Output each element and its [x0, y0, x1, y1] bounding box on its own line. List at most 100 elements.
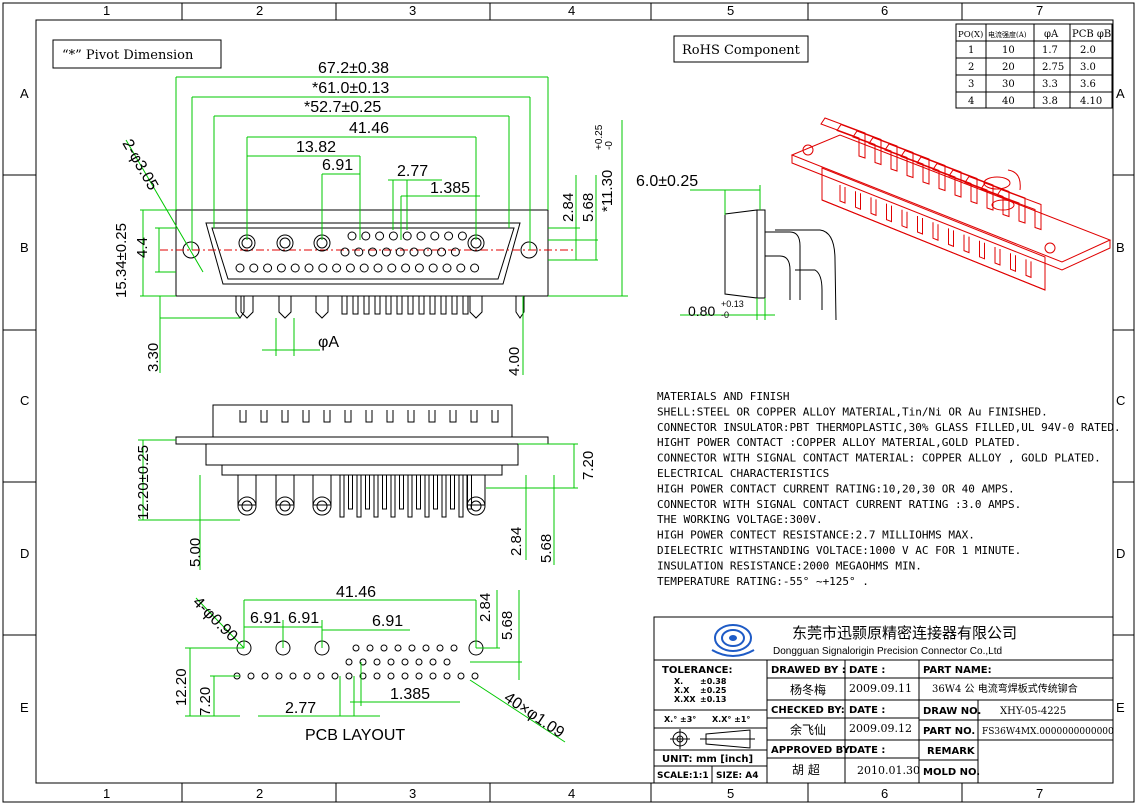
dim-12-20: 12.20±0.25: [135, 445, 152, 520]
zone-col-7-bottom: 7: [1036, 786, 1043, 801]
pcb-dim-1-385: 1.385: [390, 686, 430, 703]
isometric-view: [790, 117, 1112, 291]
dim-holes: 2-φ3.05: [119, 137, 162, 194]
dim-61: *61.0±0.13: [312, 80, 389, 97]
dim-11-30-tol-up: +0.25: [594, 124, 605, 150]
signal-contact: [359, 263, 369, 273]
signal-contact: [361, 231, 371, 241]
signal-contact: [388, 231, 398, 241]
signal-contact: [345, 263, 355, 273]
tol-x-val: ±0.38: [700, 677, 727, 686]
pcb-dim-6-91-b: 6.91: [288, 610, 319, 627]
po-cell: 40: [1002, 96, 1015, 107]
note-line: MATERIALS AND FINISH: [657, 390, 789, 403]
signal-contact: [437, 247, 447, 257]
power-contact: [276, 234, 294, 252]
note-line: HIGH POWER CONTACT CURRENT RATING:10,20,…: [657, 482, 1015, 495]
po-cell: 3.8: [1042, 96, 1058, 107]
zone-row-C-left: C: [20, 393, 29, 408]
dim-11-30: *11.30: [599, 170, 616, 212]
dim-0-80-tol-up: +0.13: [721, 299, 744, 309]
po-cell: 10: [1002, 45, 1015, 56]
po-header-current: 电流强度(A): [988, 30, 1027, 39]
po-cell: 3.3: [1042, 79, 1058, 90]
signal-contact: [373, 263, 383, 273]
zone-col-7-top: 7: [1036, 3, 1043, 18]
tol-angle-2: X.X° ±1°: [712, 715, 750, 724]
signal-contact: [402, 231, 412, 241]
dim-6-0: 6.0±0.25: [636, 173, 698, 190]
po-cell: 20: [1002, 62, 1015, 73]
signal-contact: [318, 263, 328, 273]
note-line: CONNECTOR INSULATOR:PBT THERMOPLASTIC,30…: [657, 421, 1121, 434]
part-name-label: PART NAME:: [923, 665, 992, 676]
pcb-dim-6-91-a: 6.91: [250, 610, 281, 627]
part-no-label: PART NO.: [923, 726, 975, 737]
note-line: HIGH POWER CONTECT RESISTANCE:2.7 MILLIO…: [657, 529, 975, 542]
zone-row-D-right: D: [1116, 546, 1125, 561]
pcb-dim-5-68: 5.68: [499, 611, 516, 640]
remark-label: REMARK: [927, 746, 976, 757]
dim-7-20: 7.20: [580, 451, 597, 480]
tol-xx-val: ±0.25: [700, 686, 727, 695]
approved-by-label: APPROVED BY:: [771, 745, 853, 756]
pcb-layout-title: PCB LAYOUT: [305, 727, 405, 744]
po-cell: 2.75: [1042, 62, 1064, 73]
signal-contact: [457, 231, 467, 241]
front-dimensions: 67.2±0.38 *61.0±0.13 *52.7±0.25 41.46 13…: [113, 60, 628, 376]
signal-contact: [414, 263, 424, 273]
signal-contact: [375, 231, 385, 241]
signal-contact: [381, 247, 391, 257]
signal-contact: [290, 263, 300, 273]
zone-col-1-top: 1: [103, 3, 110, 18]
zone-col-4-bottom: 4: [568, 786, 575, 801]
zone-row-A-right: A: [1116, 86, 1125, 101]
draw-no-label: DRAW NO.: [923, 706, 981, 717]
zone-col-6-top: 6: [881, 3, 888, 18]
pcb-dim-2-77: 2.77: [285, 700, 316, 717]
approver-name: 胡 超: [792, 762, 820, 777]
note-line: ELECTRICAL CHARACTERISTICS: [657, 467, 829, 480]
signal-contact: [430, 231, 440, 241]
date-label-1: DATE :: [849, 665, 885, 676]
signal-contact: [332, 263, 342, 273]
dim-2-77: 2.77: [397, 163, 428, 180]
signal-contact: [423, 247, 433, 257]
draw-no: XHY-05-4225: [1000, 706, 1066, 717]
rohs-label: RoHS Component: [682, 43, 801, 58]
mold-no-label: MOLD NO.: [923, 767, 980, 778]
tol-x: X.: [674, 677, 683, 686]
zone-row-B-right: B: [1116, 240, 1125, 255]
signal-contact: [470, 263, 480, 273]
signal-contact: [368, 247, 378, 257]
po-cell: 4: [968, 96, 974, 107]
tolerance-label: TOLERANCE:: [662, 665, 733, 676]
zone-row-B-left: B: [20, 240, 29, 255]
dim-4-4: 4.4: [134, 237, 151, 258]
po-cell: 4.10: [1080, 96, 1102, 107]
pcb-layout: 41.46 6.91 6.91 6.91 2.84 5.68 4-φ0.90 1…: [173, 584, 567, 744]
pcb-dim-41-46: 41.46: [336, 584, 376, 601]
signal-contact: [347, 231, 357, 241]
note-line: THE WORKING VOLTAGE:300V.: [657, 513, 823, 526]
date-label-3: DATE :: [849, 745, 885, 756]
signal-contact: [416, 231, 426, 241]
rohs-box: [673, 35, 809, 63]
zone-col-2-bottom: 2: [256, 786, 263, 801]
pcb-dim-2-84: 2.84: [477, 593, 494, 622]
dim-3-30: 3.30: [145, 343, 162, 372]
zone-row-D-left: D: [20, 546, 29, 561]
pcb-dim-12-20: 12.20: [173, 668, 190, 706]
po-header-phia: φA: [1044, 29, 1059, 40]
dim-2-84: 2.84: [560, 193, 577, 222]
signal-contact: [235, 263, 245, 273]
note-line: INSULATION RESISTANCE:2000 MEGAOHMS MIN.: [657, 559, 922, 572]
po-cell: 2.0: [1080, 45, 1096, 56]
note-line: CONNECTOR WITH SIGNAL CONTACT CURRENT RA…: [657, 498, 1021, 511]
signal-contact: [276, 263, 286, 273]
signal-contact: [450, 247, 460, 257]
